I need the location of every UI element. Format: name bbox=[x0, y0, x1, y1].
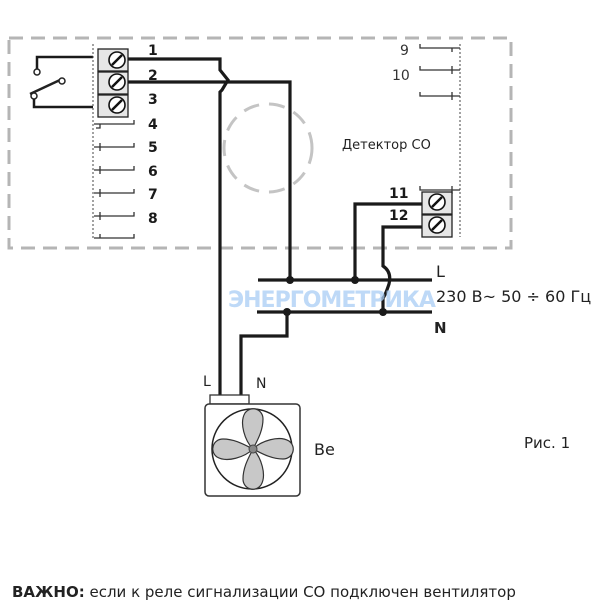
relay-switch bbox=[29, 55, 93, 109]
junction-dot bbox=[283, 308, 291, 316]
watermark: ЭНЕРГОМЕТРИКА bbox=[228, 288, 436, 313]
left-terminal-block: 1 2 3 4 5 6 7 8 bbox=[92, 43, 158, 239]
terminal-label-12: 12 bbox=[389, 208, 408, 224]
right-terminal-block: 9 10 11 12 bbox=[389, 43, 461, 238]
fan-connector bbox=[209, 394, 250, 405]
terminal-label-2: 2 bbox=[148, 68, 158, 84]
fan: L N Ве bbox=[203, 374, 335, 497]
terminal-label-6: 6 bbox=[148, 164, 158, 180]
terminal-label-1: 1 bbox=[148, 43, 158, 59]
wires bbox=[128, 57, 432, 398]
important-note: ВАЖНО: если к реле сигнализации СО подкл… bbox=[12, 583, 516, 601]
wire-N-to-fan bbox=[239, 312, 289, 398]
wire-terminal12-to-N bbox=[381, 225, 422, 312]
wire-terminal1-to-fan-L bbox=[128, 57, 230, 398]
junction-dot bbox=[286, 276, 294, 284]
detector-enclosure bbox=[7, 36, 513, 250]
terminal-label-7: 7 bbox=[148, 187, 158, 203]
wire-terminal2-to-L bbox=[128, 80, 292, 280]
terminal-screw-11 bbox=[421, 191, 453, 215]
terminal-screw-1 bbox=[97, 48, 129, 72]
terminal-screw-3 bbox=[97, 94, 129, 118]
terminal-screw-12 bbox=[421, 214, 453, 238]
note-text: если к реле сигнализации СО подключен ве… bbox=[84, 583, 516, 601]
fan-line-label: L bbox=[203, 374, 211, 390]
wire-terminal11-to-L bbox=[353, 202, 422, 280]
detector-sensor-outline bbox=[222, 102, 314, 194]
detector-label: Детектор СО bbox=[342, 138, 431, 153]
terminal-screw-2 bbox=[97, 71, 129, 95]
terminal-label-11: 11 bbox=[389, 186, 408, 202]
supply-voltage-label: 230 В~ 50 ÷ 60 Гц bbox=[436, 287, 591, 306]
terminal-label-9: 9 bbox=[400, 43, 409, 59]
terminal-label-10: 10 bbox=[392, 68, 410, 84]
junction-dot bbox=[351, 276, 359, 284]
terminal-label-8: 8 bbox=[148, 211, 158, 227]
terminal-label-4: 4 bbox=[148, 117, 158, 133]
bus-line-label: L bbox=[436, 262, 445, 281]
junction-dot bbox=[379, 308, 387, 316]
note-prefix: ВАЖНО: bbox=[12, 583, 85, 601]
terminal-label-5: 5 bbox=[148, 140, 158, 156]
fan-neutral-label: N bbox=[256, 376, 266, 392]
figure-label: Рис. 1 bbox=[524, 434, 570, 452]
fan-blades-icon bbox=[212, 408, 294, 490]
terminal-label-3: 3 bbox=[148, 92, 158, 108]
fan-label: Ве bbox=[314, 440, 335, 459]
bus-neutral-label: N bbox=[434, 319, 447, 337]
